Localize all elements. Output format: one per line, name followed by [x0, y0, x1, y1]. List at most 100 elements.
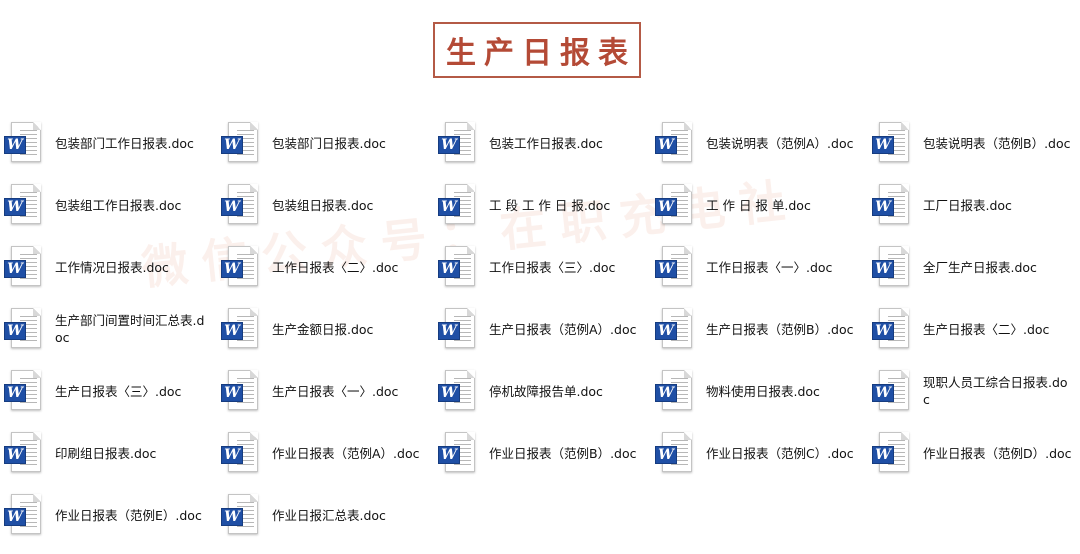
word-doc-icon: W: [438, 120, 478, 166]
word-doc-icon: W: [4, 182, 44, 228]
file-name: 工作情况日报表.doc: [55, 259, 169, 275]
word-doc-icon: W: [221, 182, 261, 228]
word-doc-icon: W: [438, 368, 478, 414]
file-name: 物料使用日报表.doc: [706, 383, 820, 399]
word-doc-icon: W: [872, 120, 912, 166]
word-doc-icon: W: [221, 306, 261, 352]
file-name: 工厂日报表.doc: [923, 197, 1012, 213]
file-item[interactable]: W 全厂生产日报表.doc: [868, 236, 1080, 298]
file-name: 包装组工作日报表.doc: [55, 197, 182, 213]
file-item[interactable]: W 工作情况日报表.doc: [0, 236, 217, 298]
file-item[interactable]: W 包装工作日报表.doc: [434, 112, 651, 174]
word-doc-icon: W: [438, 306, 478, 352]
file-item[interactable]: W 工作日报表〈三〉.doc: [434, 236, 651, 298]
file-item[interactable]: W 包装组工作日报表.doc: [0, 174, 217, 236]
word-doc-icon: W: [221, 120, 261, 166]
file-item[interactable]: W 作业日报汇总表.doc: [217, 484, 434, 546]
file-name: 生产日报表〈一〉.doc: [272, 383, 399, 399]
file-name: 停机故障报告单.doc: [489, 383, 603, 399]
file-name: 生产金额日报.doc: [272, 321, 374, 337]
word-doc-icon: W: [221, 492, 261, 538]
file-item[interactable]: W 工 段 工 作 日 报.doc: [434, 174, 651, 236]
file-name: 包装工作日报表.doc: [489, 135, 603, 151]
file-item[interactable]: W 包装组日报表.doc: [217, 174, 434, 236]
word-doc-icon: W: [221, 244, 261, 290]
file-name: 工 作 日 报 单.doc: [706, 197, 811, 213]
file-item[interactable]: W 作业日报表（范例B）.doc: [434, 422, 651, 484]
word-doc-icon: W: [438, 182, 478, 228]
file-item[interactable]: W 生产日报表〈二〉.doc: [868, 298, 1080, 360]
file-name: 包装组日报表.doc: [272, 197, 374, 213]
file-name: 工 段 工 作 日 报.doc: [489, 197, 611, 213]
word-doc-icon: W: [221, 368, 261, 414]
word-doc-icon: W: [4, 120, 44, 166]
file-item[interactable]: W 工作日报表〈二〉.doc: [217, 236, 434, 298]
word-doc-icon: W: [4, 492, 44, 538]
word-doc-icon: W: [872, 306, 912, 352]
word-doc-icon: W: [4, 430, 44, 476]
file-name: 工作日报表〈一〉.doc: [706, 259, 833, 275]
file-name: 作业日报表（范例D）.doc: [923, 445, 1072, 461]
file-item[interactable]: W 生产日报表（范例A）.doc: [434, 298, 651, 360]
file-name: 工作日报表〈三〉.doc: [489, 259, 616, 275]
file-name: 作业日报汇总表.doc: [272, 507, 386, 523]
page-title: 生产日报表: [446, 36, 636, 71]
file-item[interactable]: W 作业日报表（范例C）.doc: [651, 422, 868, 484]
word-doc-icon: W: [655, 430, 695, 476]
file-name: 生产部门间置时间汇总表.doc: [55, 313, 205, 345]
word-doc-icon: W: [872, 430, 912, 476]
file-name: 包装部门工作日报表.doc: [55, 135, 194, 151]
file-name: 印刷组日报表.doc: [55, 445, 157, 461]
file-item[interactable]: W 包装部门日报表.doc: [217, 112, 434, 174]
file-item[interactable]: W 生产金额日报.doc: [217, 298, 434, 360]
file-item[interactable]: W 包装部门工作日报表.doc: [0, 112, 217, 174]
word-doc-icon: W: [4, 244, 44, 290]
file-name: 生产日报表〈二〉.doc: [923, 321, 1050, 337]
file-item[interactable]: W 作业日报表（范例A）.doc: [217, 422, 434, 484]
page-title-box: 生产日报表: [433, 22, 641, 78]
file-name: 包装说明表（范例A）.doc: [706, 135, 854, 151]
file-name: 现职人员工综合日报表.doc: [923, 375, 1068, 407]
file-item[interactable]: W 作业日报表（范例D）.doc: [868, 422, 1080, 484]
file-name: 生产日报表〈三〉.doc: [55, 383, 182, 399]
word-doc-icon: W: [872, 368, 912, 414]
word-doc-icon: W: [655, 244, 695, 290]
word-doc-icon: W: [872, 182, 912, 228]
word-doc-icon: W: [872, 244, 912, 290]
file-item[interactable]: W 物料使用日报表.doc: [651, 360, 868, 422]
file-item[interactable]: W 生产日报表〈三〉.doc: [0, 360, 217, 422]
file-item[interactable]: W 工 作 日 报 单.doc: [651, 174, 868, 236]
file-item[interactable]: W 包装说明表（范例A）.doc: [651, 112, 868, 174]
word-doc-icon: W: [655, 306, 695, 352]
word-doc-icon: W: [655, 120, 695, 166]
word-doc-icon: W: [4, 306, 44, 352]
file-name: 工作日报表〈二〉.doc: [272, 259, 399, 275]
file-item[interactable]: W 停机故障报告单.doc: [434, 360, 651, 422]
file-item[interactable]: W 作业日报表（范例E）.doc: [0, 484, 217, 546]
word-doc-icon: W: [655, 368, 695, 414]
file-name: 包装部门日报表.doc: [272, 135, 386, 151]
file-name: 包装说明表（范例B）.doc: [923, 135, 1071, 151]
word-doc-icon: W: [655, 182, 695, 228]
file-item[interactable]: W 包装说明表（范例B）.doc: [868, 112, 1080, 174]
file-item[interactable]: W 生产部门间置时间汇总表.doc: [0, 298, 217, 360]
word-doc-icon: W: [438, 244, 478, 290]
file-name: 生产日报表（范例B）.doc: [706, 321, 854, 337]
file-name: 生产日报表（范例A）.doc: [489, 321, 637, 337]
file-item[interactable]: W 生产日报表〈一〉.doc: [217, 360, 434, 422]
file-name: 作业日报表（范例C）.doc: [706, 445, 854, 461]
file-item[interactable]: W 工作日报表〈一〉.doc: [651, 236, 868, 298]
file-item[interactable]: W 工厂日报表.doc: [868, 174, 1080, 236]
word-doc-icon: W: [4, 368, 44, 414]
file-item[interactable]: W 生产日报表（范例B）.doc: [651, 298, 868, 360]
file-name: 作业日报表（范例B）.doc: [489, 445, 637, 461]
file-name: 全厂生产日报表.doc: [923, 259, 1037, 275]
word-doc-icon: W: [221, 430, 261, 476]
file-name: 作业日报表（范例A）.doc: [272, 445, 420, 461]
file-item[interactable]: W 印刷组日报表.doc: [0, 422, 217, 484]
file-name: 作业日报表（范例E）.doc: [55, 507, 202, 523]
word-doc-icon: W: [438, 430, 478, 476]
file-item[interactable]: W 现职人员工综合日报表.doc: [868, 360, 1080, 422]
